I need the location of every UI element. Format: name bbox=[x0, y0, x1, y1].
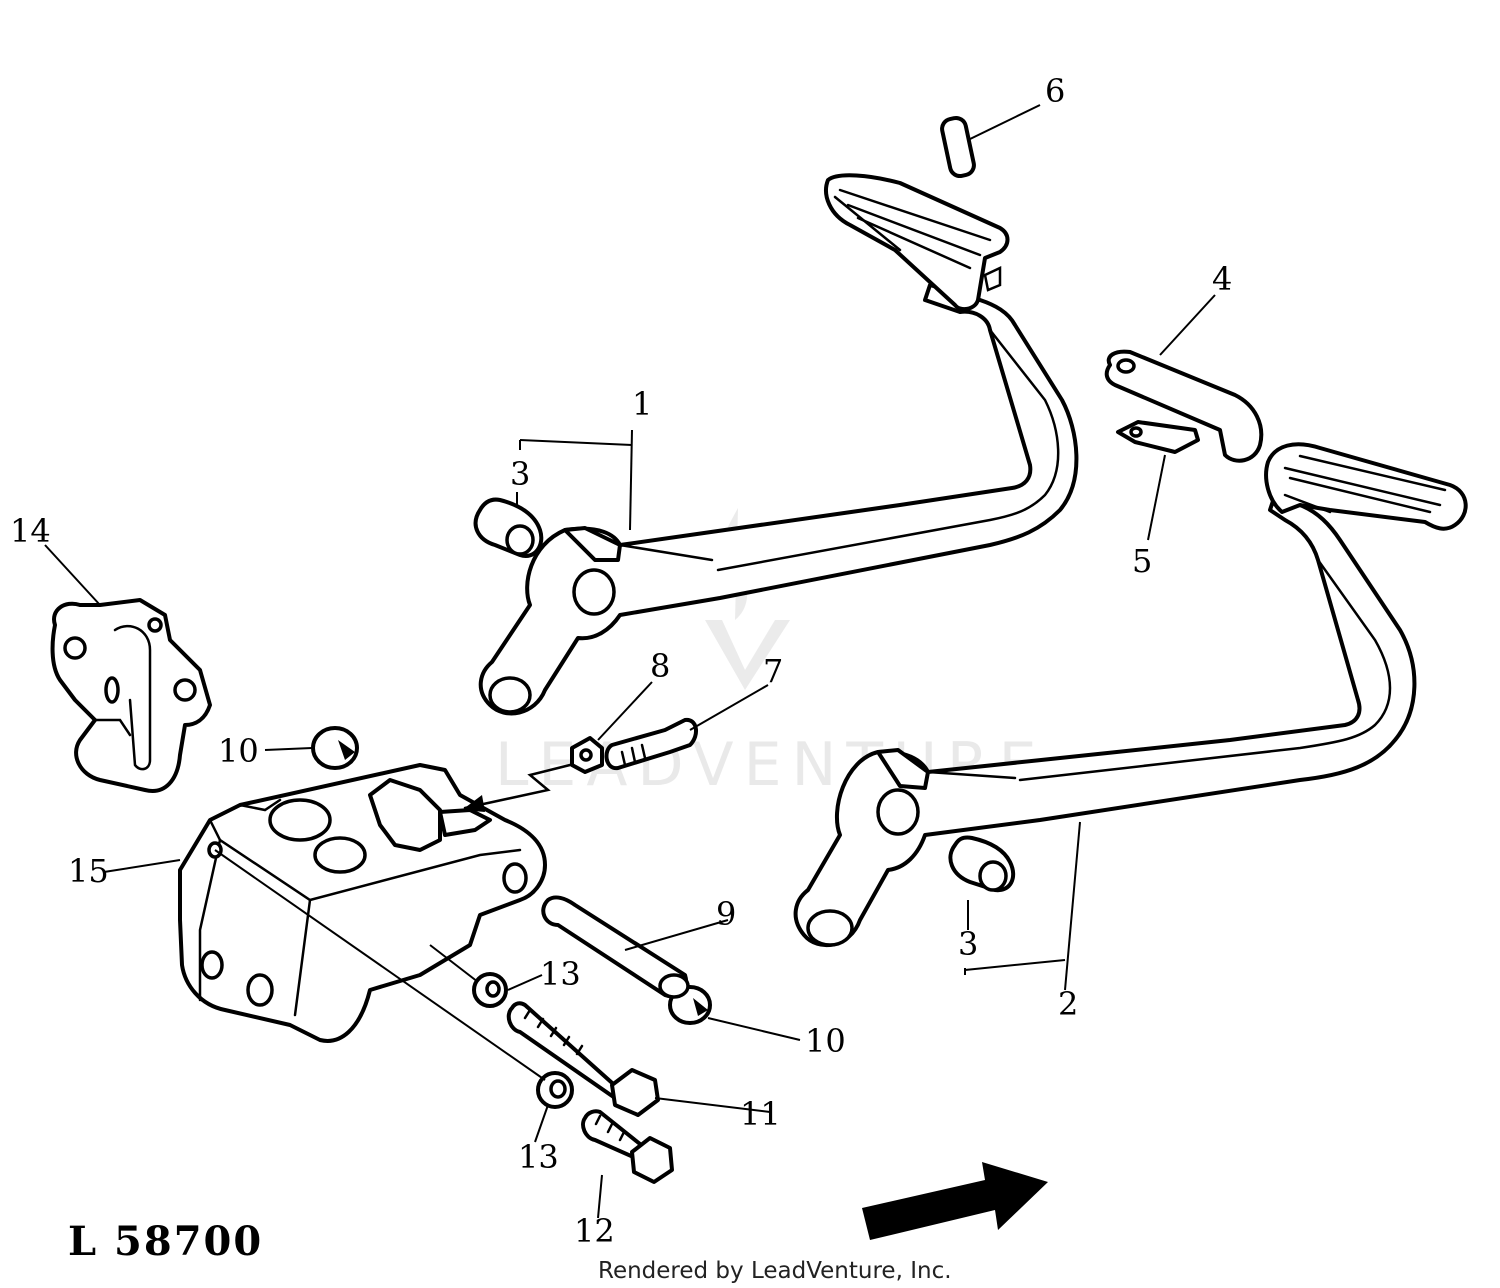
callout-12: 12 bbox=[574, 1212, 615, 1250]
valve-housing-15 bbox=[178, 763, 547, 1043]
callout-13-upper: 13 bbox=[540, 955, 581, 993]
callout-2: 2 bbox=[1058, 985, 1078, 1023]
latch-plate-4 bbox=[1104, 349, 1264, 463]
callout-3-lower: 3 bbox=[958, 925, 978, 963]
callout-10-lower: 10 bbox=[805, 1022, 846, 1060]
brake-pedal-right bbox=[793, 442, 1468, 948]
pivot-pin-9 bbox=[541, 895, 690, 999]
snap-ring-10-upper bbox=[311, 726, 359, 770]
callout-3-upper: 3 bbox=[510, 455, 530, 493]
spring-pin-6 bbox=[940, 115, 976, 179]
callout-1: 1 bbox=[632, 385, 652, 423]
callout-5: 5 bbox=[1132, 542, 1152, 580]
leader-housing-pin bbox=[429, 944, 479, 983]
direction-arrow bbox=[862, 1162, 1048, 1240]
callout-leaders bbox=[44, 104, 1216, 1219]
callout-14: 14 bbox=[10, 512, 51, 550]
assembly-arrow bbox=[463, 763, 572, 810]
callout-9: 9 bbox=[716, 895, 736, 933]
bolt-12 bbox=[581, 1109, 674, 1184]
callout-15: 15 bbox=[68, 852, 109, 890]
callout-8: 8 bbox=[650, 647, 670, 685]
jam-nut-8 bbox=[570, 736, 604, 774]
washer-13-lower bbox=[536, 1071, 574, 1109]
bushing-3-lower bbox=[948, 835, 1016, 893]
leader-housing-washer bbox=[214, 849, 546, 1081]
callout-11: 11 bbox=[740, 1095, 781, 1133]
bushing-3-upper bbox=[473, 497, 544, 558]
assembly-arrowhead bbox=[462, 795, 485, 812]
figure-number: L 58700 bbox=[68, 1218, 263, 1265]
cover-plate-14 bbox=[50, 598, 212, 793]
callout-4: 4 bbox=[1212, 260, 1232, 298]
spring-clip-5 bbox=[1116, 420, 1200, 454]
washer-13-upper bbox=[472, 972, 508, 1008]
adjusting-screw-7 bbox=[604, 717, 698, 771]
callout-6: 6 bbox=[1045, 72, 1065, 110]
credit-text: Rendered by LeadVenture, Inc. bbox=[598, 1258, 952, 1284]
callout-13-lower: 13 bbox=[518, 1138, 559, 1176]
callout-7: 7 bbox=[763, 652, 783, 690]
brake-pedal-left bbox=[478, 173, 1079, 716]
callout-10-upper: 10 bbox=[218, 732, 259, 770]
bolt-11 bbox=[506, 1001, 660, 1117]
